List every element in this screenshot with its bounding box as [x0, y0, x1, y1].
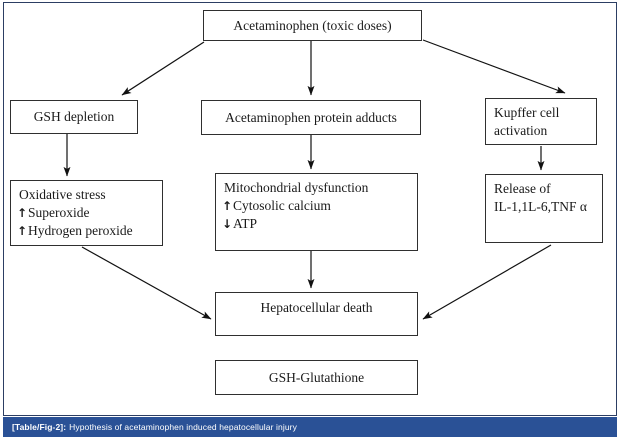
down-arrow-icon: ↓	[222, 216, 233, 231]
up-arrow-icon: ↑	[17, 205, 28, 220]
figure-caption-bar: [Table/Fig-2]: Hypothesis of acetaminoph…	[3, 417, 617, 437]
node-oxidative-stress-item-2-label: Hydrogen peroxide	[28, 222, 133, 238]
node-acetaminophen-protein-adducts-label: Acetaminophen protein adducts	[225, 109, 397, 125]
node-gsh-depletion-label: GSH depletion	[33, 109, 115, 125]
node-kupffer-cell-activation: Kupffer cell activation	[485, 98, 597, 145]
figure-caption-tag: [Table/Fig-2]:	[12, 422, 67, 432]
node-acetaminophen-protein-adducts: Acetaminophen protein adducts	[201, 100, 421, 135]
up-arrow-icon: ↑	[17, 223, 28, 238]
node-oxidative-stress-item-1: ↑Superoxide	[17, 204, 162, 222]
node-cytokine-release-line-2: IL-1,1L-6,TNF α	[494, 198, 587, 214]
node-hepatocellular-death: Hepatocellular death	[215, 292, 418, 336]
node-oxidative-stress: Oxidative stress ↑Superoxide ↑Hydrogen p…	[10, 180, 163, 246]
node-hepatocellular-death-label: Hepatocellular death	[260, 300, 373, 315]
node-cytokine-release: Release of IL-1,1L-6,TNF α	[485, 174, 603, 243]
up-arrow-icon: ↑	[222, 198, 233, 213]
node-mitochondrial-dysfunction-title: Mitochondrial dysfunction	[224, 180, 369, 195]
node-mitochondrial-item-1: ↑Cytosolic calcium	[222, 197, 417, 215]
node-cytokine-release-line-1: Release of	[494, 181, 551, 196]
node-oxidative-stress-title: Oxidative stress	[19, 187, 106, 202]
node-gsh-glutathione-legend-label: GSH-Glutathione	[268, 369, 365, 385]
node-oxidative-stress-item-1-label: Superoxide	[28, 204, 90, 220]
node-mitochondrial-item-2: ↓ATP	[222, 215, 417, 233]
node-acetaminophen-toxic-doses-label: Acetaminophen (toxic doses)	[233, 17, 392, 33]
node-kupffer-cell-activation-label: Kupffer cell activation	[494, 105, 560, 138]
node-gsh-depletion: GSH depletion	[10, 100, 138, 134]
node-mitochondrial-item-1-label: Cytosolic calcium	[233, 197, 331, 213]
node-acetaminophen-toxic-doses: Acetaminophen (toxic doses)	[203, 10, 422, 41]
node-oxidative-stress-item-2: ↑Hydrogen peroxide	[17, 222, 162, 240]
node-mitochondrial-dysfunction: Mitochondrial dysfunction ↑Cytosolic cal…	[215, 173, 418, 251]
figure-caption-text: Hypothesis of acetaminophen induced hepa…	[69, 422, 297, 432]
node-gsh-glutathione-legend: GSH-Glutathione	[215, 360, 418, 395]
node-mitochondrial-item-2-label: ATP	[233, 215, 258, 231]
